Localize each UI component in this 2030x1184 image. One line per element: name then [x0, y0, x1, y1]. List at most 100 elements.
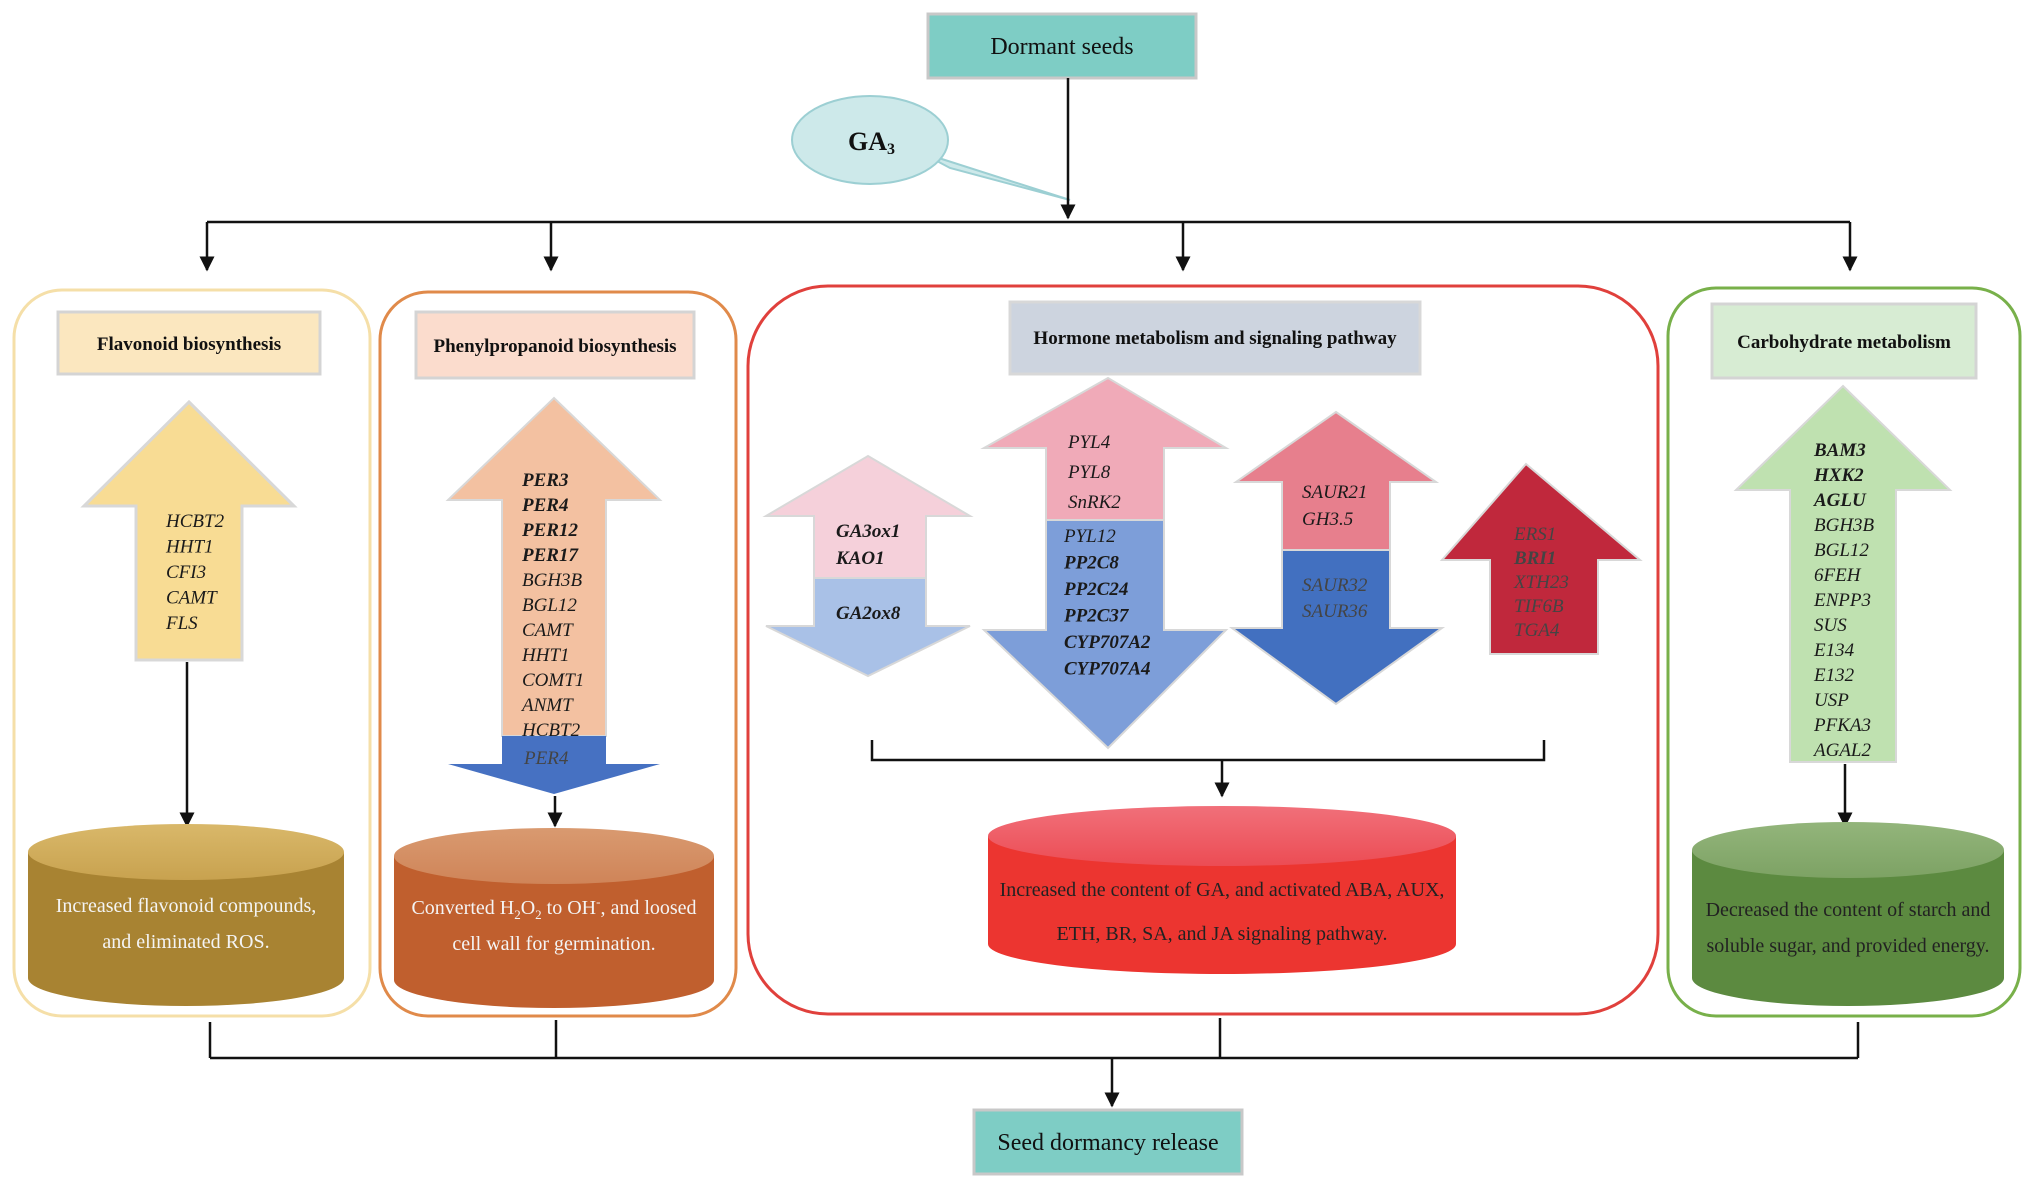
gene-label: SnRK2 — [1068, 492, 1121, 513]
ga3-label: GA — [848, 127, 887, 156]
gene-label: PFKA3 — [1813, 715, 1871, 736]
aux-down-arrow — [1228, 549, 1446, 706]
gene-label: HHT1 — [521, 645, 570, 666]
gene-label: HCBT2 — [521, 720, 581, 741]
bottom-connectors — [208, 1018, 1860, 1108]
carbohydrate-title-box — [1710, 302, 1978, 380]
carbohydrate-outcome-cylinder — [1692, 822, 2004, 1006]
phenylpropanoid-up-genes: PER3PER4PER12PER17BGH3BBGL12CAMTHHT1COMT… — [520, 470, 584, 741]
flavonoid-title-box — [56, 310, 322, 376]
gene-label: SAUR32 — [1302, 575, 1368, 596]
svg-text:GA3: GA3 — [848, 127, 895, 158]
gene-label: E132 — [1813, 665, 1855, 686]
dormant-seeds-label: Dormant seeds — [990, 34, 1133, 60]
gene-label: CAMT — [522, 620, 574, 641]
gene-label: SUS — [1814, 615, 1847, 636]
flavonoid-outcome-line-2: and eliminated ROS. — [102, 931, 269, 953]
flavonoid-panel — [12, 288, 372, 1018]
flavonoid-outcome-cylinder — [28, 824, 344, 1006]
gene-label: AGAL2 — [1812, 740, 1872, 761]
seed-dormancy-release-box: Seed dormancy release — [972, 1108, 1244, 1176]
gene-label: PP2C24 — [1063, 579, 1128, 600]
phenylpropanoid-panel — [378, 290, 738, 1018]
gene-label: 6FEH — [1814, 565, 1862, 586]
gene-label: PER12 — [521, 520, 578, 541]
gene-label: CAMT — [166, 588, 218, 609]
gene-label: ERS1 — [1513, 524, 1556, 545]
hormone-module: Hormone metabolism and signaling pathway… — [762, 300, 1643, 974]
gene-label: KAO1 — [835, 548, 885, 569]
hormone-outcome-cylinder — [988, 806, 1456, 974]
other-hormone-up-arrow — [1439, 462, 1643, 655]
gene-label: CYP707A2 — [1064, 632, 1151, 653]
gene-label: BGH3B — [1814, 515, 1875, 536]
phenylpropanoid-down-arrow — [448, 736, 660, 794]
gene-label: TGA4 — [1514, 620, 1560, 641]
gene-label: FLS — [165, 613, 198, 634]
gene-label: PP2C37 — [1063, 606, 1130, 627]
flavonoid-up-arrow — [80, 399, 298, 662]
ga3-treatment-bubble: GA3 — [791, 95, 1071, 201]
phenylpropanoid-title: Phenylpropanoid biosynthesis — [433, 336, 676, 357]
gene-label: GA2ox8 — [836, 603, 901, 624]
hormone-panel — [746, 284, 1660, 1016]
phenylpropanoid-outcome-line-1: Converted H2O2 to OH-, and loosed — [411, 894, 696, 922]
gene-label: BGH3B — [522, 570, 583, 591]
gene-label: PYL4 — [1067, 432, 1111, 453]
gene-label: BAM3 — [1813, 440, 1866, 461]
ga3-subscript: 3 — [887, 141, 895, 158]
gene-label: CYP707A4 — [1064, 659, 1151, 680]
hormone-title: Hormone metabolism and signaling pathway — [1033, 328, 1397, 349]
gene-label: HCBT2 — [165, 511, 225, 532]
phenylpropanoid-outcome-cylinder — [394, 828, 714, 1008]
carbohydrate-title: Carbohydrate metabolism — [1737, 332, 1951, 353]
carbohydrate-outcome-line-2: soluble sugar, and provided energy. — [1706, 935, 1989, 957]
gene-label: BGL12 — [522, 595, 577, 616]
gene-label: PYL8 — [1067, 462, 1111, 483]
gene-label: GH3.5 — [1302, 509, 1353, 530]
gene-label: HXK2 — [1813, 465, 1864, 486]
hormone-outcome-line-1: Increased the content of GA, and activat… — [1000, 879, 1445, 901]
gene-label: ENPP3 — [1813, 590, 1871, 611]
hormone-title-box — [1008, 300, 1422, 376]
gene-label: ANMT — [520, 695, 574, 716]
gene-label: SAUR21 — [1302, 482, 1367, 503]
gene-label: COMT1 — [522, 670, 584, 691]
flavonoid-title: Flavonoid biosynthesis — [97, 334, 281, 355]
gene-label: GA3ox1 — [836, 521, 900, 542]
gene-label: HHT1 — [165, 537, 214, 558]
gene-label: USP — [1814, 690, 1849, 711]
gene-label: SAUR36 — [1302, 601, 1368, 622]
hormone-outcome-line-2: ETH, BR, SA, and JA signaling pathway. — [1057, 923, 1388, 945]
gene-label: CFI3 — [166, 562, 206, 583]
flavonoid-module: Flavonoid biosynthesis HCBT2HHT1CFI3CAMT… — [28, 310, 344, 1006]
gene-label: E134 — [1813, 640, 1855, 661]
phenylpropanoid-outcome-line-2: cell wall for germination. — [452, 933, 655, 955]
gene-label: BGL12 — [1814, 540, 1869, 561]
phenylpropanoid-down-genes: PER4 — [523, 748, 569, 769]
gene-label: PYL12 — [1063, 526, 1116, 547]
ga-down-arrow — [765, 577, 971, 678]
gene-label: PER3 — [521, 470, 568, 491]
gene-label: PER17 — [521, 545, 579, 566]
seed-dormancy-release-label: Seed dormancy release — [997, 1130, 1218, 1156]
gene-label: XTH23 — [1513, 572, 1569, 593]
gene-label: PER4 — [523, 748, 569, 769]
gene-label: BRI1 — [1513, 548, 1556, 569]
gene-label: AGLU — [1813, 490, 1867, 511]
gene-label: TIF6B — [1514, 596, 1564, 617]
carbohydrate-outcome-line-1: Decreased the content of starch and — [1706, 899, 1991, 921]
flavonoid-outcome-line-1: Increased flavonoid compounds, — [56, 895, 316, 917]
phenylpropanoid-title-box — [414, 310, 696, 380]
aba-down-arrow — [981, 519, 1229, 750]
